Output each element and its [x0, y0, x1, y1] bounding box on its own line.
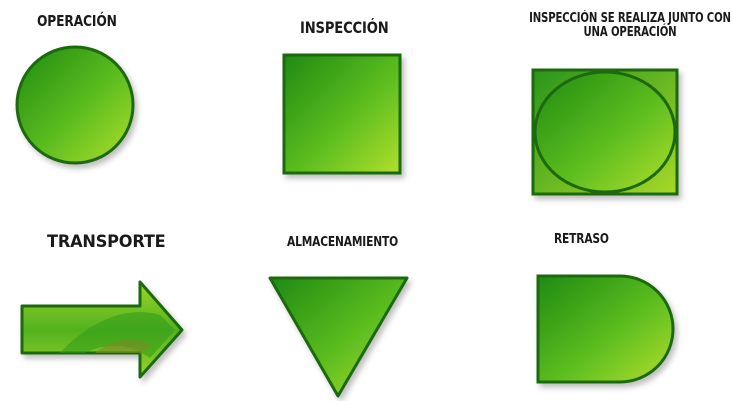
inspeccion-square — [282, 53, 402, 175]
label-inspeccion-operacion: INSPECCIÓN SE REALIZA JUNTO CON UNA OPER… — [505, 12, 733, 39]
label-almacenamiento: ALMACENAMIENTO — [287, 235, 398, 250]
label-transporte: TRANSPORTE — [47, 232, 166, 252]
almacenamiento-triangle — [268, 276, 409, 398]
inspeccion-operacion-symbol — [531, 68, 679, 196]
label-inspeccion: INSPECCIÓN — [300, 18, 389, 37]
label-inspeccion-operacion-line1: INSPECCIÓN SE REALIZA JUNTO CON — [529, 11, 731, 26]
operacion-circle — [15, 45, 135, 165]
label-operacion: OPERACIÓN — [37, 12, 117, 30]
label-retraso: RETRASO — [554, 232, 609, 247]
retraso-d-shape — [536, 274, 675, 384]
transporte-arrow — [20, 280, 184, 379]
label-inspeccion-operacion-line2: UNA OPERACIÓN — [583, 24, 677, 40]
